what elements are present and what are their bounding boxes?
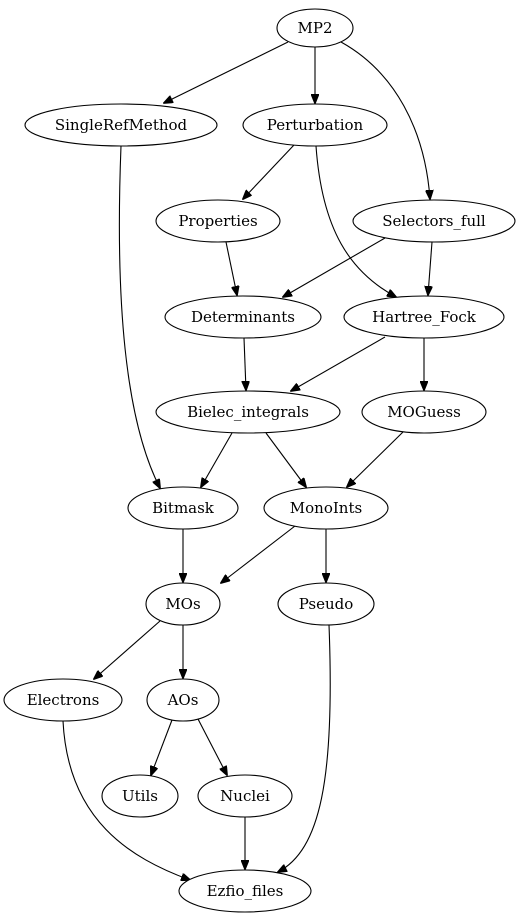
node-label: MOs [165,595,200,613]
node-ellipse [24,103,218,147]
node-label: MP2 [298,19,333,37]
node-ellipse [242,103,388,147]
node-mp2: MP2 [276,8,354,48]
edge-properties-to-determinants [225,241,237,295]
node-label: Bielec_integrals [187,403,309,421]
edge-perturbation-to-hartree_fock [315,145,396,297]
node-label: Properties [178,212,257,230]
node-ellipse [155,390,341,434]
edge-aos-to-utils [151,719,173,775]
node-utils: Utils [101,774,179,818]
node-ellipse [352,199,516,243]
node-label: MonoInts [290,499,362,517]
edge-mos-to-electrons [94,620,161,679]
node-properties: Properties [155,199,281,243]
node-ellipse [361,390,487,434]
node-ellipse [343,295,505,339]
node-ellipse [146,678,220,722]
node-ellipse [178,869,312,913]
edge-determinants-to-bielec_integrals [244,337,246,390]
node-bielec_integrals: Bielec_integrals [155,390,341,434]
node-selectors_full: Selectors_full [352,199,516,243]
node-mos: MOs [145,582,221,626]
node-ellipse [276,8,354,48]
node-nuclei: Nuclei [197,774,293,818]
edge-singlerefmethod-to-bitmask [118,145,160,488]
node-label: AOs [167,691,199,709]
node-label: Bitmask [152,499,215,517]
node-perturbation: Perturbation [242,103,388,147]
node-label: Utils [122,787,158,805]
edge-aos-to-nuclei [197,718,227,775]
edge-mp2-to-selectors_full [340,41,430,199]
edge-pseudo-to-ezfio_files [278,624,331,872]
node-label: Nuclei [220,787,270,805]
node-label: Ezfio_files [207,882,284,900]
node-ellipse [277,582,375,626]
node-ellipse [164,295,322,339]
edge-selectors_full-to-determinants [283,237,386,297]
node-moguess: MOGuess [361,390,487,434]
node-hartree_fock: Hartree_Fock [343,295,505,339]
edge-moguess-to-monoints [347,431,404,487]
node-ellipse [197,774,293,818]
node-ezfio_files: Ezfio_files [178,869,312,913]
edge-selectors_full-to-hartree_fock [428,241,432,295]
node-label: Pseudo [299,595,354,613]
node-ellipse [101,774,179,818]
node-monoints: MonoInts [263,486,389,530]
node-pseudo: Pseudo [277,582,375,626]
node-aos: AOs [146,678,220,722]
node-label: Electrons [27,691,100,709]
node-label: Hartree_Fock [372,308,477,326]
node-ellipse [263,486,389,530]
edge-monoints-to-mos [221,525,296,583]
node-label: SingleRefMethod [55,116,188,134]
node-determinants: Determinants [164,295,322,339]
edge-bielec_integrals-to-monoints [265,432,306,487]
edge-mp2-to-singlerefmethod [164,41,289,103]
node-ellipse [155,199,281,243]
node-label: Determinants [191,308,295,326]
edge-hartree_fock-to-bielec_integrals [291,336,386,391]
edges-layer [62,41,432,880]
node-singlerefmethod: SingleRefMethod [24,103,218,147]
node-ellipse [127,486,239,530]
node-ellipse [145,582,221,626]
node-ellipse [3,678,123,722]
node-label: Perturbation [267,116,364,134]
node-electrons: Electrons [3,678,123,722]
node-label: MOGuess [387,403,461,421]
edge-electrons-to-ezfio_files [62,720,190,880]
edge-bielec_integrals-to-bitmask [201,432,233,487]
node-label: Selectors_full [382,212,486,230]
node-bitmask: Bitmask [127,486,239,530]
edge-perturbation-to-properties [243,144,295,199]
